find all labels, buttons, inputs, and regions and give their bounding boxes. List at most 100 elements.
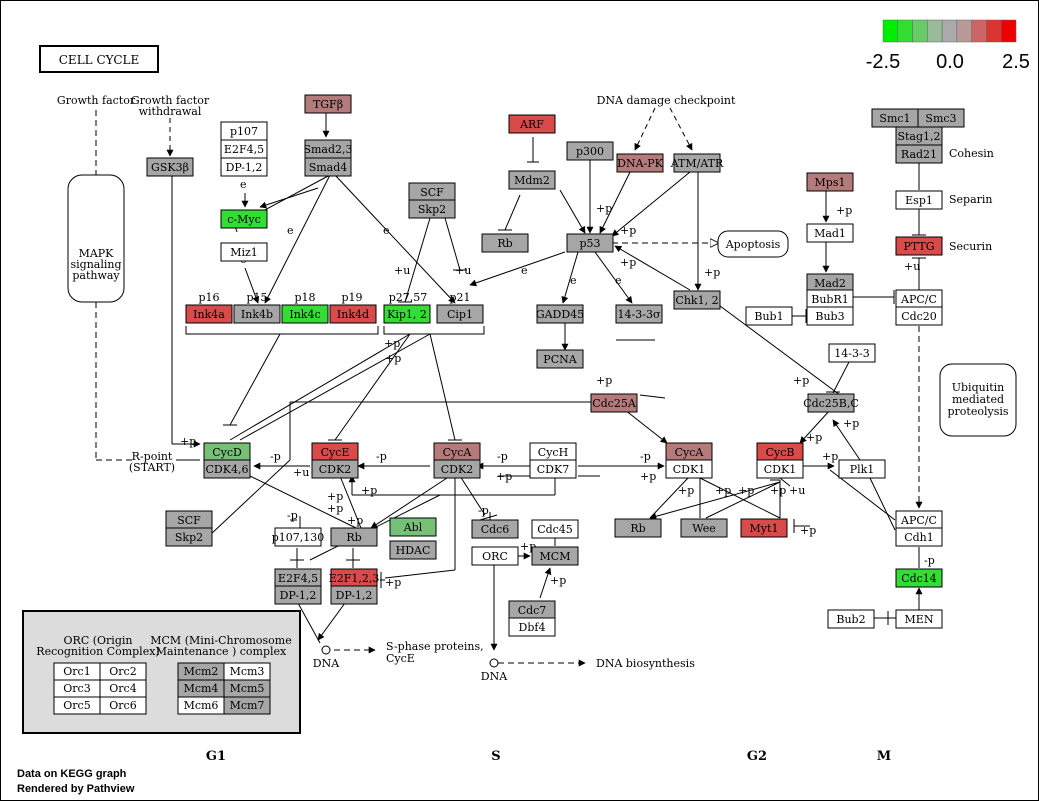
gene-cyce[interactable]: CycE <box>311 442 359 462</box>
gene-p53[interactable]: p53 <box>566 233 614 253</box>
gene-box[interactable] <box>220 242 268 262</box>
gene-ink4a[interactable]: Ink4a <box>185 304 233 324</box>
gene-tgfb[interactable]: TGFβ <box>304 94 352 114</box>
gene-box[interactable] <box>615 304 663 324</box>
gene-dp12a[interactable]: DP-1,2 <box>220 157 268 177</box>
dna-node-1[interactable] <box>321 645 331 655</box>
gene-box[interactable] <box>330 527 378 547</box>
gene-box[interactable] <box>531 519 579 539</box>
gene-mcm7[interactable]: Mcm7 <box>223 696 271 715</box>
gene-box[interactable] <box>529 459 577 479</box>
gene-ink4c[interactable]: Ink4c <box>281 304 329 324</box>
gene-cdk46[interactable]: CDK4,6 <box>203 459 251 479</box>
gene-plk1[interactable]: Plk1 <box>838 459 886 479</box>
gene-box[interactable] <box>745 306 793 326</box>
gene-box[interactable] <box>536 304 584 324</box>
gene-box[interactable] <box>99 696 147 715</box>
gene-box[interactable] <box>304 94 352 114</box>
gene-bub1[interactable]: Bub1 <box>745 306 793 326</box>
gene-stag12[interactable]: Stag1,2 <box>895 126 943 146</box>
gene-mcm2[interactable]: Mcm2 <box>177 662 225 681</box>
gene-box[interactable] <box>616 153 664 173</box>
gene-bub2[interactable]: Bub2 <box>827 609 875 629</box>
gene-dp12b[interactable]: DP-1,2 <box>274 585 322 605</box>
gene-box[interactable] <box>508 170 556 190</box>
gene-box[interactable] <box>673 290 721 310</box>
gene-wee[interactable]: Wee <box>680 518 728 538</box>
gene-scf2[interactable]: SCF <box>165 510 213 530</box>
gene-e2f45a[interactable]: E2F4,5 <box>220 139 268 159</box>
gene-box[interactable] <box>827 609 875 629</box>
gene-box[interactable] <box>233 304 281 324</box>
gene-bubr1[interactable]: BubR1 <box>806 289 854 309</box>
gene-smad23[interactable]: Smad2,3 <box>303 139 353 159</box>
gene-box[interactable] <box>223 696 271 715</box>
gene-p300[interactable]: p300 <box>566 141 614 161</box>
gene-smc1[interactable]: Smc1 <box>871 108 919 128</box>
gene-e2f45b[interactable]: E2F4,5 <box>274 568 322 588</box>
gene-orc1[interactable]: Orc1 <box>53 662 101 681</box>
gene-box[interactable] <box>481 233 529 253</box>
gene-myt1[interactable]: Myt1 <box>740 518 788 538</box>
gene-box[interactable] <box>895 144 943 164</box>
gene-s1433[interactable]: 14-3-3 <box>828 343 876 363</box>
gene-box[interactable] <box>274 527 322 547</box>
gene-cdk1a[interactable]: CDK1 <box>665 459 713 479</box>
gene-box[interactable] <box>895 527 943 547</box>
gene-cdk1b[interactable]: CDK1 <box>756 459 804 479</box>
gene-esp1[interactable]: Esp1 <box>895 190 943 210</box>
gene-dnapk[interactable]: DNA-PK <box>616 153 664 173</box>
gene-skp2b[interactable]: Skp2 <box>165 527 213 547</box>
gene-p107[interactable]: p107 <box>220 121 268 141</box>
gene-box[interactable] <box>185 304 233 324</box>
gene-mcm3[interactable]: Mcm3 <box>223 662 271 681</box>
gene-box[interactable] <box>806 172 854 192</box>
ubiquitin-pathway-box[interactable] <box>939 363 1017 437</box>
gene-mad1[interactable]: Mad1 <box>806 223 854 243</box>
gene-p107130[interactable]: p107,130 <box>272 527 325 547</box>
gene-cych[interactable]: CycH <box>529 442 577 462</box>
gene-miz1[interactable]: Miz1 <box>220 242 268 262</box>
gene-cdc25a[interactable]: Cdc25A <box>590 393 638 413</box>
mapk-pathway-box[interactable] <box>67 174 125 303</box>
gene-box[interactable] <box>838 459 886 479</box>
gene-mdm2[interactable]: Mdm2 <box>508 170 556 190</box>
gene-cycb[interactable]: CycB <box>756 442 804 462</box>
gene-cycd[interactable]: CycD <box>203 442 251 462</box>
gene-box[interactable] <box>329 304 377 324</box>
gene-cdc6[interactable]: Cdc6 <box>471 519 519 539</box>
gene-box[interactable] <box>220 209 268 229</box>
gene-box[interactable] <box>165 527 213 547</box>
gene-box[interactable] <box>408 199 456 219</box>
gene-chk12[interactable]: Chk1, 2 <box>673 290 721 310</box>
gene-pcna[interactable]: PCNA <box>536 349 584 369</box>
gene-box[interactable] <box>383 304 431 324</box>
gene-box[interactable] <box>806 306 854 326</box>
gene-cdh1[interactable]: Cdh1 <box>895 527 943 547</box>
gene-orc[interactable]: ORC <box>471 546 519 566</box>
gene-orc6[interactable]: Orc6 <box>99 696 147 715</box>
gene-kip12[interactable]: Kip1, 2 <box>383 304 431 324</box>
gene-cyca2[interactable]: CycA <box>665 442 713 462</box>
gene-box[interactable] <box>471 546 519 566</box>
gene-box[interactable] <box>895 306 943 326</box>
gene-mcm4[interactable]: Mcm4 <box>177 679 225 698</box>
gene-e2f123[interactable]: E2F1,2,3 <box>329 568 380 588</box>
gene-rb2[interactable]: Rb <box>330 527 378 547</box>
gene-box[interactable] <box>274 585 322 605</box>
gene-rad21[interactable]: Rad21 <box>895 144 943 164</box>
gene-orc2[interactable]: Orc2 <box>99 662 147 681</box>
gene-mad2[interactable]: Mad2 <box>806 273 854 293</box>
apoptosis-box[interactable] <box>717 230 789 258</box>
gene-gadd45[interactable]: GADD45 <box>536 304 584 324</box>
gene-box[interactable] <box>304 157 352 177</box>
gene-pttg[interactable]: PTTG <box>895 236 943 256</box>
gene-box[interactable] <box>806 223 854 243</box>
gene-box[interactable] <box>566 141 614 161</box>
gene-cip1[interactable]: Cip1 <box>436 304 484 324</box>
gene-box[interactable] <box>895 568 943 588</box>
gene-box[interactable] <box>311 459 359 479</box>
gene-cdk2a[interactable]: CDK2 <box>311 459 359 479</box>
gene-cdc14[interactable]: Cdc14 <box>895 568 943 588</box>
gene-scf1[interactable]: SCF <box>408 182 456 202</box>
